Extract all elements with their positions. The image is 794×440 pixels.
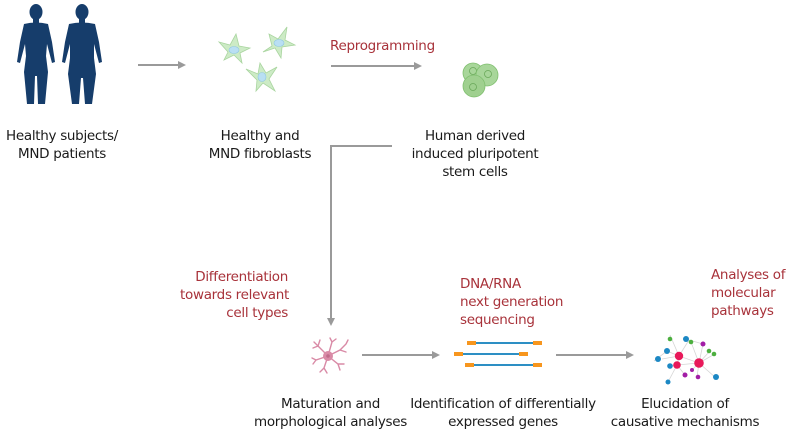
label-line: induced pluripotent — [411, 146, 539, 162]
label-line: Human derived — [424, 128, 526, 144]
label-line: MND patients — [18, 146, 106, 162]
stem-cell — [462, 74, 486, 98]
label-line: sequencing — [460, 312, 535, 328]
network-node — [695, 374, 701, 380]
label-line: causative mechanisms — [610, 414, 760, 430]
fibroblast-cell — [245, 61, 278, 93]
node-label-fibroblasts: Healthy and MND fibroblasts — [190, 127, 330, 163]
human-figure — [17, 4, 55, 104]
network-node — [700, 341, 706, 347]
label-line: Analyses of — [711, 267, 786, 283]
label-line: towards relevant — [180, 287, 290, 303]
network-node — [674, 351, 684, 361]
label-line: pathways — [711, 303, 774, 319]
network-node — [706, 348, 712, 354]
label-line: Maturation and — [281, 396, 380, 412]
network-node — [664, 348, 670, 354]
fibroblast-cells-icon — [217, 26, 297, 93]
label-line: cell types — [226, 305, 288, 321]
label-line: Healthy and — [220, 128, 300, 144]
label-line: DNA/RNA — [460, 276, 521, 292]
label-line: molecular — [711, 285, 776, 301]
network-node — [694, 358, 704, 368]
network-node — [683, 336, 689, 342]
label-line: MND fibroblasts — [208, 146, 312, 162]
edge-label-reprogramming: Reprogramming — [330, 37, 435, 55]
label-line: expressed genes — [448, 414, 558, 430]
sequencing-reads-icon — [454, 341, 542, 367]
network-node — [688, 339, 694, 345]
node-label-mechanisms: Elucidation of causative mechanisms — [610, 395, 760, 431]
label-line: stem cells — [442, 164, 508, 180]
label-line: next generation — [460, 294, 564, 310]
network-node — [667, 363, 673, 369]
network-node — [682, 372, 688, 378]
neuron-icon — [311, 337, 349, 374]
node-label-subjects: Healthy subjects/ MND patients — [0, 127, 124, 163]
fibroblast-cell — [217, 32, 252, 65]
network-node — [667, 336, 673, 342]
edge-label-sequencing: DNA/RNA next generation sequencing — [460, 275, 563, 329]
network-node — [655, 356, 661, 362]
network-graph-icon — [653, 334, 719, 385]
label-line: Differentiation — [195, 269, 288, 285]
label-line: morphological analyses — [253, 414, 408, 430]
edge-label-pathways: Analyses of molecular pathways — [711, 266, 785, 320]
edge-label-differentiation: Differentiation towards relevant cell ty… — [180, 268, 290, 322]
sequencing-read — [467, 341, 542, 345]
node-label-maturation: Maturation and morphological analyses — [248, 395, 413, 431]
network-node — [690, 368, 694, 372]
label-line: Elucidation of — [641, 396, 729, 412]
network-node — [673, 361, 681, 369]
sequencing-read — [454, 352, 528, 356]
label-line: Reprogramming — [330, 38, 435, 54]
sequencing-read — [465, 363, 542, 367]
network-node — [665, 379, 671, 385]
stem-cells-icon — [462, 62, 499, 98]
human-figure — [62, 4, 102, 104]
arrow-differentiation — [327, 145, 392, 326]
network-node — [713, 374, 719, 380]
label-line: Healthy subjects/ — [5, 128, 119, 144]
label-line: Identification of differentially — [410, 396, 596, 412]
network-node — [711, 351, 717, 357]
fibroblast-cell — [262, 26, 297, 60]
node-label-genes: Identification of differentially express… — [403, 395, 603, 431]
node-label-ipsc: Human derived induced pluripotent stem c… — [400, 127, 550, 181]
human-figures-icon — [17, 4, 102, 104]
